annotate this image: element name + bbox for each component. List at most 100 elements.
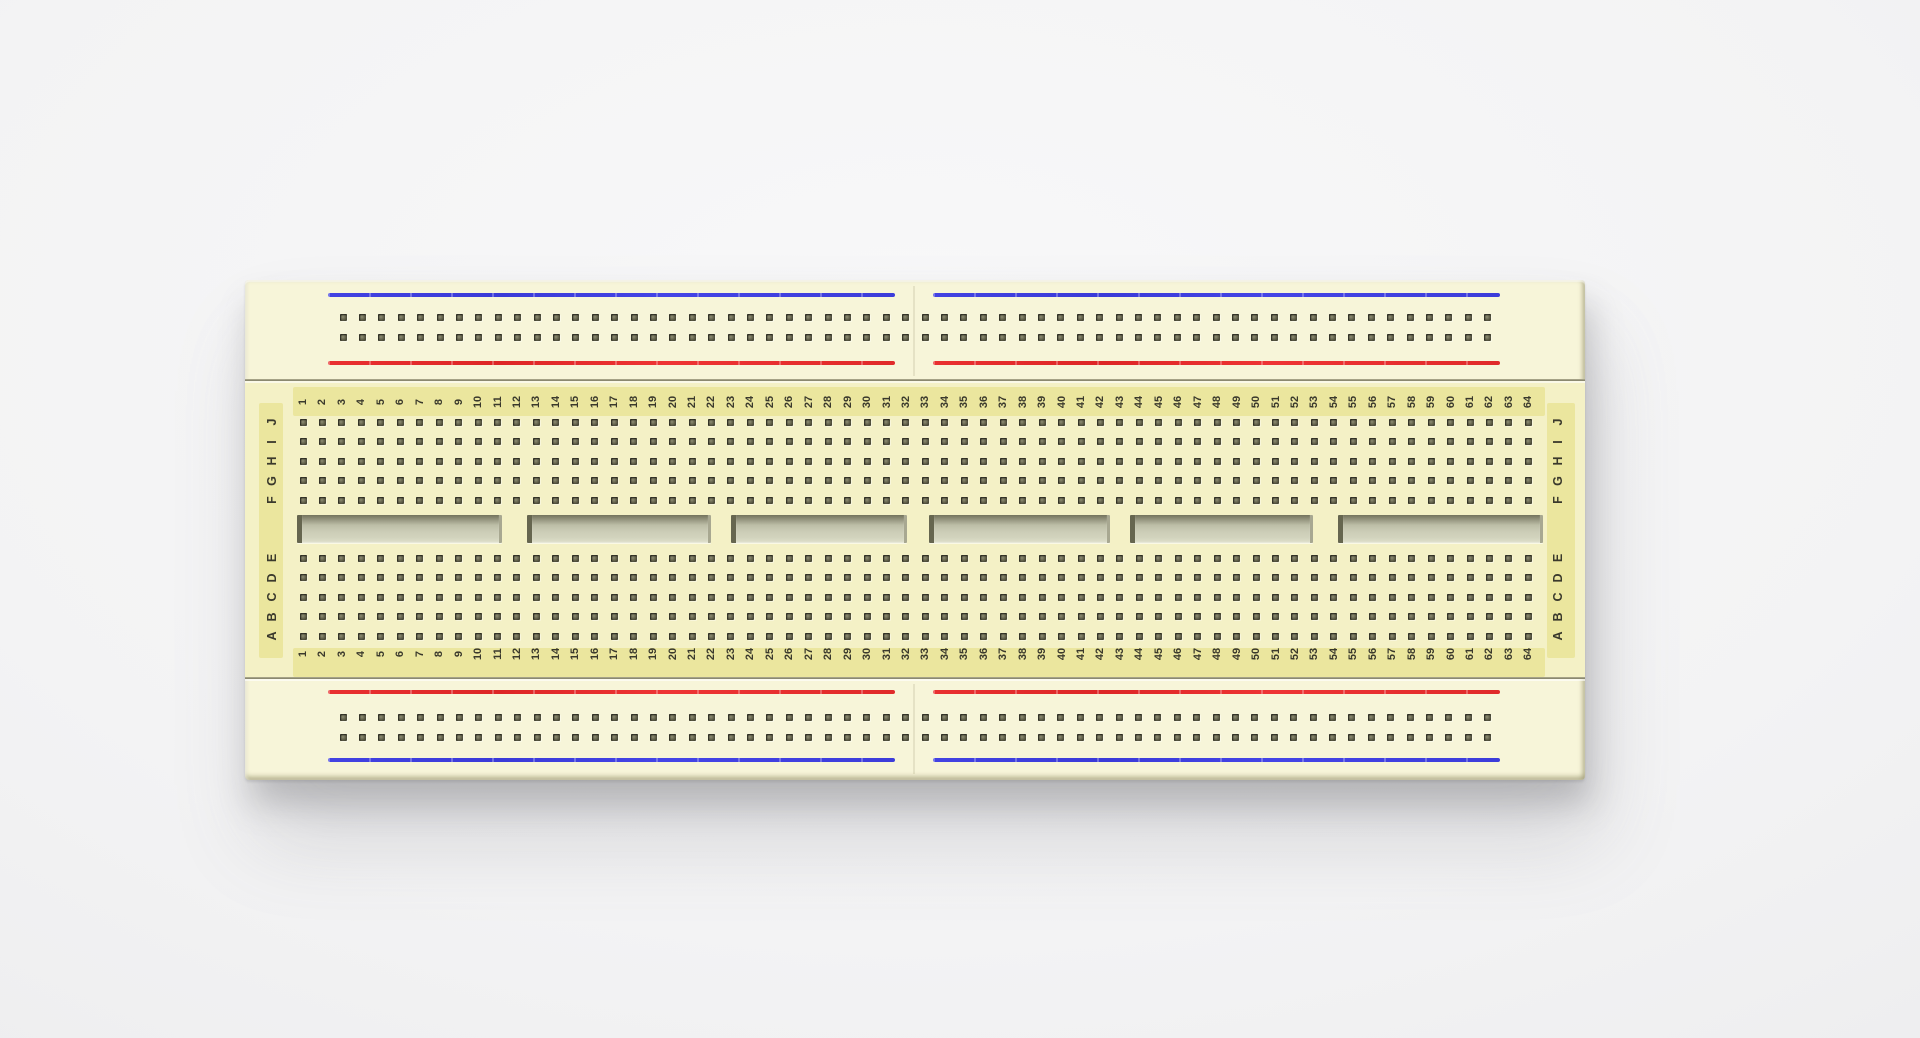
bottom-rail-hole[interactable] <box>746 733 754 741</box>
terminal-hole[interactable] <box>513 496 521 504</box>
bottom-rail-hole[interactable] <box>417 733 425 741</box>
terminal-hole[interactable] <box>1233 574 1241 581</box>
terminal-hole[interactable] <box>513 574 521 581</box>
top-rail-hole[interactable] <box>552 313 560 321</box>
terminal-hole[interactable] <box>1058 593 1066 601</box>
bottom-rail-hole[interactable] <box>727 713 735 721</box>
terminal-hole[interactable] <box>377 613 385 620</box>
terminal-hole[interactable] <box>1408 574 1416 581</box>
terminal-hole[interactable] <box>532 438 540 445</box>
terminal-hole[interactable] <box>805 438 813 445</box>
bottom-rail-hole[interactable] <box>649 713 657 721</box>
terminal-hole[interactable] <box>299 457 307 465</box>
bottom-rail-hole[interactable] <box>552 713 560 721</box>
terminal-hole[interactable] <box>1019 438 1027 445</box>
top-rail-hole[interactable] <box>669 333 677 341</box>
terminal-hole[interactable] <box>766 496 774 504</box>
top-rail-hole[interactable] <box>1290 333 1298 341</box>
terminal-hole[interactable] <box>494 574 501 581</box>
terminal-hole[interactable] <box>377 457 385 465</box>
terminal-hole[interactable] <box>513 554 521 562</box>
terminal-hole[interactable] <box>669 457 677 465</box>
terminal-hole[interactable] <box>707 632 715 640</box>
top-rail-hole[interactable] <box>902 333 910 341</box>
terminal-hole[interactable] <box>1369 457 1377 465</box>
terminal-hole[interactable] <box>1135 477 1143 484</box>
terminal-hole[interactable] <box>902 457 910 465</box>
terminal-hole[interactable] <box>669 477 677 484</box>
terminal-hole[interactable] <box>707 554 715 562</box>
terminal-hole[interactable] <box>1019 418 1027 426</box>
terminal-hole[interactable] <box>1174 457 1182 465</box>
terminal-hole[interactable] <box>727 418 735 426</box>
terminal-hole[interactable] <box>1213 593 1221 601</box>
terminal-hole[interactable] <box>1174 438 1182 445</box>
terminal-hole[interactable] <box>610 632 618 640</box>
terminal-hole[interactable] <box>435 438 443 445</box>
terminal-hole[interactable] <box>1252 496 1260 504</box>
bottom-rail-hole[interactable] <box>1270 733 1278 741</box>
terminal-hole[interactable] <box>1155 593 1163 601</box>
terminal-hole[interactable] <box>1155 554 1163 562</box>
bottom-rail-hole[interactable] <box>863 713 871 721</box>
top-rail-hole[interactable] <box>1406 333 1414 341</box>
terminal-hole[interactable] <box>746 496 754 504</box>
terminal-hole[interactable] <box>902 496 910 504</box>
terminal-hole[interactable] <box>669 418 677 426</box>
terminal-hole[interactable] <box>1096 477 1104 484</box>
terminal-hole[interactable] <box>1466 554 1474 562</box>
terminal-hole[interactable] <box>1408 418 1416 426</box>
terminal-hole[interactable] <box>474 496 482 504</box>
terminal-hole[interactable] <box>338 554 346 562</box>
terminal-hole[interactable] <box>318 418 326 426</box>
terminal-hole[interactable] <box>318 554 326 562</box>
terminal-hole[interactable] <box>1291 613 1299 620</box>
terminal-hole[interactable] <box>1466 457 1474 465</box>
terminal-hole[interactable] <box>318 496 326 504</box>
terminal-hole[interactable] <box>669 632 677 640</box>
terminal-hole[interactable] <box>416 554 424 562</box>
terminal-hole[interactable] <box>435 418 443 426</box>
terminal-hole[interactable] <box>571 593 579 601</box>
terminal-hole[interactable] <box>416 477 424 484</box>
terminal-hole[interactable] <box>1174 632 1182 640</box>
terminal-hole[interactable] <box>941 593 949 601</box>
terminal-hole[interactable] <box>532 554 540 562</box>
terminal-hole[interactable] <box>1038 593 1046 601</box>
terminal-hole[interactable] <box>1116 574 1124 581</box>
terminal-hole[interactable] <box>1135 632 1143 640</box>
terminal-hole[interactable] <box>844 593 852 601</box>
terminal-hole[interactable] <box>844 457 852 465</box>
terminal-hole[interactable] <box>299 418 307 426</box>
terminal-hole[interactable] <box>707 418 715 426</box>
top-rail-hole[interactable] <box>1096 313 1104 321</box>
terminal-hole[interactable] <box>318 574 326 581</box>
terminal-hole[interactable] <box>1447 496 1455 504</box>
top-rail-hole[interactable] <box>378 333 386 341</box>
terminal-hole[interactable] <box>999 496 1007 504</box>
terminal-hole[interactable] <box>1116 593 1124 601</box>
terminal-hole[interactable] <box>552 632 560 640</box>
terminal-hole[interactable] <box>1466 477 1474 484</box>
terminal-hole[interactable] <box>1310 477 1318 484</box>
top-rail-hole[interactable] <box>1134 313 1142 321</box>
terminal-hole[interactable] <box>1466 574 1474 581</box>
terminal-hole[interactable] <box>299 574 307 581</box>
terminal-hole[interactable] <box>435 574 443 581</box>
top-rail-hole[interactable] <box>1445 333 1453 341</box>
top-rail-hole[interactable] <box>1251 333 1259 341</box>
bottom-rail-hole[interactable] <box>455 713 463 721</box>
bottom-rail-hole[interactable] <box>514 713 522 721</box>
terminal-hole[interactable] <box>1252 613 1260 620</box>
bottom-rail-hole[interactable] <box>611 713 619 721</box>
terminal-hole[interactable] <box>1155 418 1163 426</box>
top-rail-hole[interactable] <box>1425 313 1433 321</box>
terminal-hole[interactable] <box>766 438 774 445</box>
terminal-hole[interactable] <box>571 477 579 484</box>
terminal-hole[interactable] <box>1466 632 1474 640</box>
terminal-hole[interactable] <box>1213 554 1221 562</box>
terminal-hole[interactable] <box>727 574 735 581</box>
terminal-hole[interactable] <box>318 477 326 484</box>
terminal-hole[interactable] <box>785 496 793 504</box>
bottom-rail-hole[interactable] <box>1387 733 1395 741</box>
